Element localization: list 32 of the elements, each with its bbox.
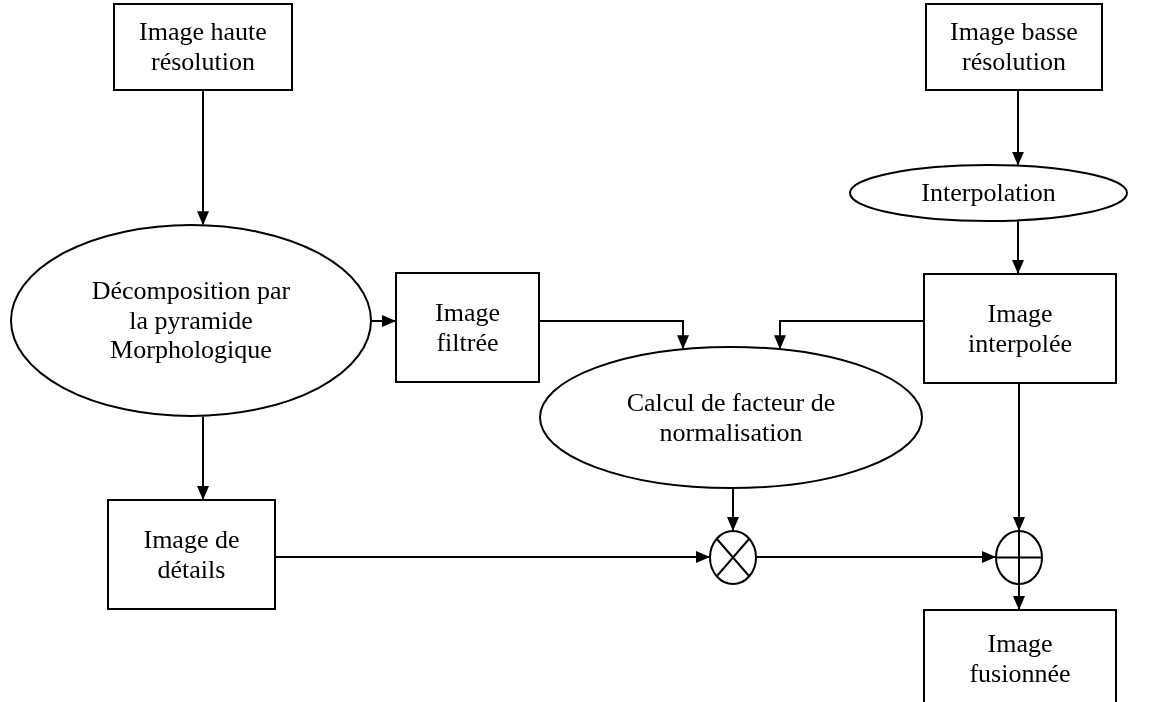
process-box bbox=[923, 273, 1117, 384]
arrow bbox=[371, 315, 396, 327]
arrow bbox=[275, 551, 710, 563]
process-box bbox=[395, 272, 540, 383]
summation-circle bbox=[995, 530, 1043, 585]
process-ellipse bbox=[849, 164, 1128, 222]
arrow bbox=[1013, 584, 1025, 610]
arrow bbox=[727, 488, 739, 531]
process-ellipse bbox=[539, 346, 923, 489]
arrow bbox=[197, 415, 209, 500]
node-label: Décomposition par la pyramide Morphologique bbox=[90, 275, 292, 366]
arrow bbox=[1013, 383, 1025, 531]
process-ellipse bbox=[10, 224, 372, 417]
arrow bbox=[756, 551, 996, 563]
multiplier-circle bbox=[709, 530, 757, 585]
process-box bbox=[107, 499, 276, 610]
process-box bbox=[923, 609, 1117, 702]
node-label: Image de détails bbox=[142, 524, 241, 585]
node-label: Image basse résolution bbox=[949, 17, 1079, 77]
arrow bbox=[539, 320, 689, 350]
arrow bbox=[774, 320, 924, 350]
process-box bbox=[113, 3, 293, 91]
node-label: Calcul de facteur de normalisation bbox=[625, 387, 837, 448]
node-label: Image filtrée bbox=[434, 297, 501, 358]
arrow bbox=[1012, 90, 1024, 166]
node-label: Interpolation bbox=[921, 178, 1056, 208]
arrow bbox=[197, 90, 209, 226]
node-label: Image interpolée bbox=[967, 298, 1073, 359]
node-label: Image haute résolution bbox=[138, 17, 268, 77]
process-box bbox=[925, 3, 1103, 91]
arrow bbox=[1012, 220, 1024, 274]
node-label: Image fusionnée bbox=[968, 629, 1072, 689]
